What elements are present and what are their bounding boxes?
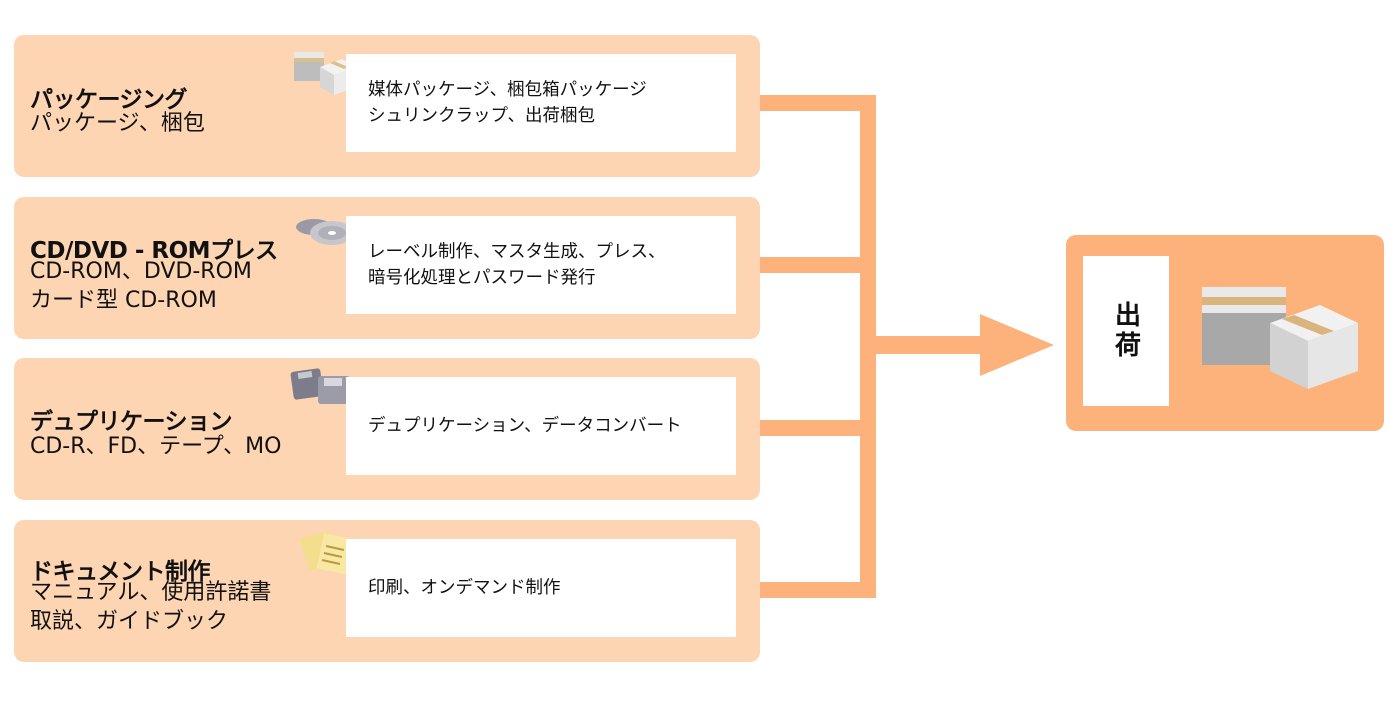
- shipping-boxes-icon: [1202, 287, 1358, 389]
- row-title: ドキュメント制作: [30, 559, 211, 585]
- row-subtitle: マニュアル、使用許諾書 取説、ガイドブック: [30, 580, 272, 634]
- row-title: パッケージング: [30, 87, 188, 113]
- shipping-box: 出荷: [1066, 235, 1384, 431]
- row-subtitle: CD-ROM、DVD-ROM カード型 CD-ROM: [30, 259, 252, 313]
- row-subtitle: パッケージ、梱包: [30, 111, 205, 136]
- cassette-icon: [290, 368, 350, 404]
- documents-icon: [300, 530, 356, 575]
- disc-icon: [296, 219, 354, 245]
- flow-arrow: [980, 314, 1054, 376]
- shipping-label: 出荷: [1110, 301, 1141, 361]
- process-row-documents: ドキュメント制作 マニュアル、使用許諾書 取説、ガイドブック 印刷、オンデマンド…: [14, 520, 760, 662]
- process-row-duplication: デュプリケーション CD-R、FD、テープ、MO デュプリケーション、データコン…: [14, 358, 760, 500]
- row-title: デュプリケーション: [30, 409, 233, 435]
- row-subtitle: CD-R、FD、テープ、MO: [30, 434, 282, 459]
- row-description: 媒体パッケージ、梱包箱パッケージ シュリンクラップ、出荷梱包: [346, 54, 736, 152]
- row-description: デュプリケーション、データコンバート: [346, 377, 736, 475]
- shipping-label-box: 出荷: [1083, 256, 1169, 406]
- row-description: レーベル制作、マスタ生成、プレス、 暗号化処理とパスワード発行: [346, 216, 736, 314]
- row-title: CD/DVD - ROMプレス: [30, 238, 278, 264]
- process-row-packaging: パッケージング パッケージ、梱包 媒体パッケージ、梱包箱パッケージ シュリンクラ…: [14, 35, 760, 177]
- row-description: 印刷、オンデマンド制作: [346, 539, 736, 637]
- process-row-cd-dvd-press: CD/DVD - ROMプレス CD-ROM、DVD-ROM カード型 CD-R…: [14, 197, 760, 339]
